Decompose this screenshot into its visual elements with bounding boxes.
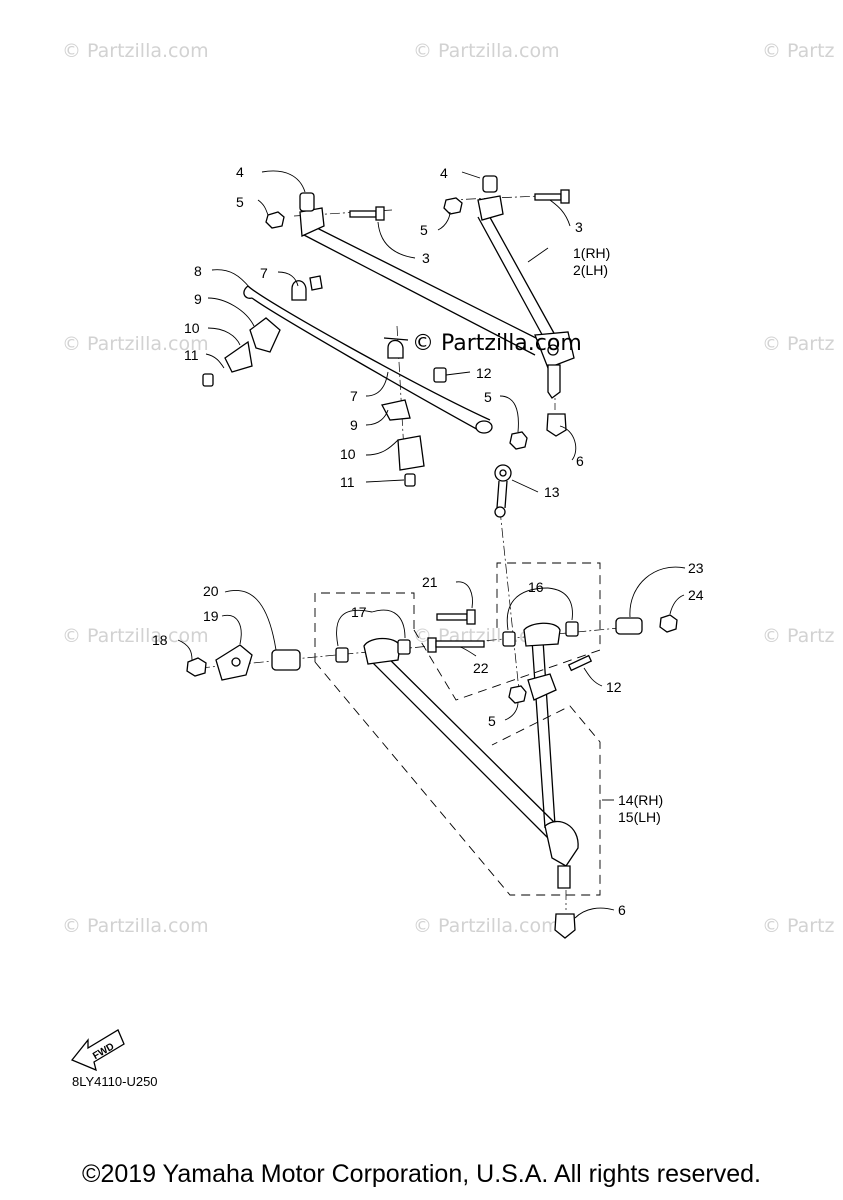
callout-label: 7 [350, 388, 358, 404]
collars-16-17 [335, 621, 579, 663]
exploded-diagram: © Partzilla.com © Partzilla.com © Partz … [62, 40, 835, 1089]
callout-label: 4 [236, 164, 244, 180]
callout-label: 8 [194, 263, 202, 279]
callout-label: 3 [422, 250, 430, 266]
diagram-code: 8LY4110-U250 [72, 1074, 158, 1089]
callout-label: 14(RH) [618, 792, 663, 808]
callout-label: 21 [422, 574, 438, 590]
callout-label: 6 [618, 902, 626, 918]
nut-6 [546, 413, 576, 939]
callout-label: 9 [194, 291, 202, 307]
callout-label: 12 [606, 679, 622, 695]
bolts-11-12 [202, 367, 593, 672]
callout-label: 6 [576, 453, 584, 469]
watermark: © Partz [762, 625, 835, 647]
callout-label: 15(LH) [618, 809, 661, 825]
fwd-arrow-icon: FWD [70, 1029, 125, 1072]
watermark: © Partzilla.com [62, 40, 209, 62]
lower-mount-hardware [186, 614, 678, 681]
callout-label: 23 [688, 560, 704, 576]
callout-label: 19 [203, 608, 219, 624]
group-outlines [314, 562, 601, 896]
watermark: © Partzilla.com [62, 915, 209, 937]
callout-label: 2(LH) [573, 262, 608, 278]
callout-label: 4 [440, 165, 448, 181]
bolt-3 [349, 189, 570, 221]
upper-a-arm [299, 195, 575, 399]
lower-a-arm [363, 622, 579, 889]
watermark: © Partzilla.com [62, 625, 209, 647]
callout-label: 3 [575, 219, 583, 235]
watermark-center: © Partzilla.com [412, 331, 582, 356]
callout-label: 5 [420, 222, 428, 238]
callout-label: 5 [236, 194, 244, 210]
callout-label: 5 [484, 389, 492, 405]
callout-label: 24 [688, 587, 704, 603]
bar-clamps [224, 275, 425, 471]
callout-label: 17 [351, 604, 367, 620]
callout-label: 22 [473, 660, 489, 676]
callout-label: 1(RH) [573, 245, 610, 261]
watermark: © Partz [762, 915, 835, 937]
watermark: © Partz [762, 40, 835, 62]
callout-labels: 4 5 3 4 5 3 1(RH) 2(LH) 8 7 9 10 11 12 7… [152, 164, 704, 918]
watermark: © Partzilla.com [413, 915, 560, 937]
callout-label: 13 [544, 484, 560, 500]
callout-label: 5 [488, 713, 496, 729]
callout-label: 10 [340, 446, 356, 462]
callout-label: 11 [184, 347, 199, 363]
callout-label: 10 [184, 320, 200, 336]
center-lines [199, 195, 641, 910]
callout-label: 7 [260, 265, 268, 281]
watermark: © Partz [762, 333, 835, 355]
callout-label: 12 [476, 365, 492, 381]
callout-label: 16 [528, 579, 544, 595]
bolts-21-22 [427, 609, 485, 653]
nut-5 [265, 197, 528, 704]
watermarks: © Partzilla.com © Partzilla.com © Partz … [62, 40, 835, 937]
callout-label: 18 [152, 632, 168, 648]
callout-label: 20 [203, 583, 219, 599]
watermark: © Partzilla.com [62, 333, 209, 355]
bushing-4 [299, 175, 498, 212]
callout-label: 11 [340, 474, 355, 490]
stabilizer-bar-8 [243, 285, 493, 434]
watermark: © Partzilla.com [413, 40, 560, 62]
callout-label: 9 [350, 417, 358, 433]
copyright-notice: ©2019 Yamaha Motor Corporation, U.S.A. A… [82, 1160, 761, 1188]
leader-lines [177, 170, 686, 919]
stabilizer-link-13 [494, 464, 512, 518]
